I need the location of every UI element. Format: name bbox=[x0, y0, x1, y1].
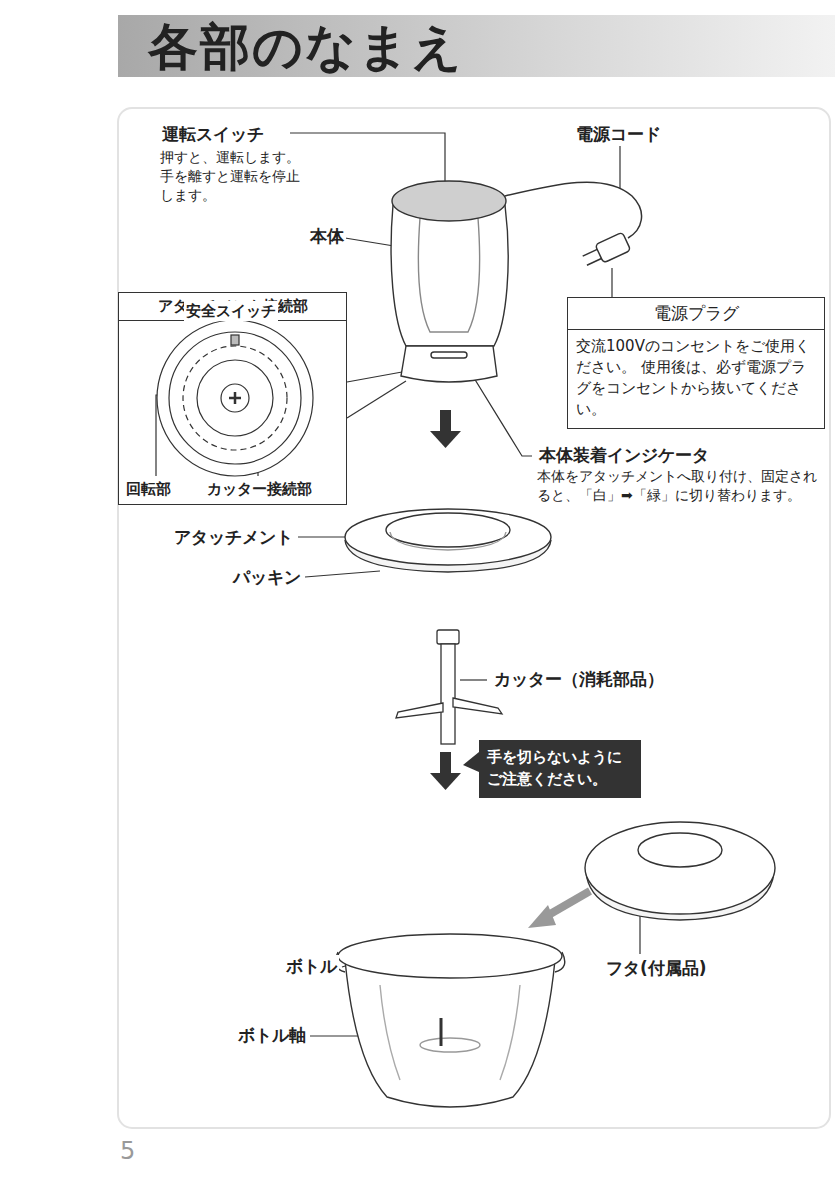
drawing-rect bbox=[437, 630, 459, 644]
bottle bbox=[335, 934, 565, 1107]
part-name: 電源コード bbox=[574, 123, 663, 146]
part-name: 安全スイッチ bbox=[184, 301, 278, 321]
drawing-ellipse bbox=[392, 181, 506, 221]
description: 押すと、運転します。 手を離すと運転を停止します。 bbox=[160, 148, 312, 205]
part-name: パッキン bbox=[231, 566, 303, 589]
drawing-circle bbox=[169, 332, 301, 464]
drawing-path bbox=[390, 532, 506, 550]
drawing-line bbox=[305, 571, 380, 577]
drawing-polyline bbox=[619, 145, 620, 188]
drawing-line bbox=[460, 679, 487, 680]
leader-lines bbox=[156, 133, 640, 1036]
drawing-line bbox=[611, 268, 612, 297]
drawing-polyline bbox=[290, 133, 445, 182]
drawing-path bbox=[505, 182, 642, 238]
assembly-arrow bbox=[528, 891, 590, 928]
part-name: 本体装着インジケータ bbox=[537, 444, 711, 467]
page-frame bbox=[118, 108, 830, 1128]
connector-detail bbox=[157, 320, 313, 476]
part-name: 運転スイッチ bbox=[160, 123, 266, 146]
part-name: 回転部 bbox=[124, 479, 173, 499]
drawing-line bbox=[345, 238, 394, 246]
drawing-line bbox=[347, 372, 402, 382]
drawing-path bbox=[229, 392, 241, 404]
cutter bbox=[396, 630, 502, 744]
part-name: ボトル軸 bbox=[236, 1024, 308, 1047]
drawing-ellipse bbox=[585, 822, 775, 914]
drawing-circle bbox=[221, 384, 249, 412]
attachment bbox=[345, 509, 551, 572]
page-number: 5 bbox=[120, 1135, 135, 1167]
box-heading: 電源プラグ bbox=[568, 298, 824, 330]
box-heading: 手を切らないように ご注意ください。 bbox=[479, 740, 641, 798]
drawing-circle bbox=[183, 346, 287, 450]
part-name: カッター（消耗部品） bbox=[492, 668, 666, 691]
drawing-ellipse bbox=[386, 513, 510, 547]
motor-unit bbox=[391, 181, 508, 382]
drawing-rect bbox=[440, 410, 451, 432]
drawing-path bbox=[545, 891, 590, 917]
drawing-line bbox=[298, 536, 346, 537]
plug-note-box: 電源プラグ交流100Vのコンセントをご使用ください。 使用後は、必ず電源プラグを… bbox=[567, 297, 825, 429]
drawing-path bbox=[345, 960, 555, 1107]
part-name: カッター接続部 bbox=[205, 479, 314, 499]
power-cord bbox=[505, 182, 642, 270]
drawing-polygon bbox=[528, 905, 556, 928]
page-title: 各部のなまえ bbox=[148, 14, 464, 82]
drawing-rect bbox=[431, 352, 467, 358]
warning-pointer bbox=[463, 752, 479, 772]
drawing-rect bbox=[440, 752, 451, 774]
drawing-circle bbox=[157, 320, 313, 476]
description: 本体をアタッチメントへ取り付け、固定されると、「白」➡「緑」に切り替わります。 bbox=[537, 467, 829, 505]
drawing-line bbox=[347, 381, 406, 418]
drawing-path bbox=[401, 346, 497, 382]
drawing-ellipse bbox=[638, 833, 722, 867]
drawing-path bbox=[391, 205, 508, 346]
drawing-line bbox=[583, 249, 598, 256]
box-body: 交流100Vのコンセントをご使用ください。 使用後は、必ず電源プラグをコンセント… bbox=[568, 330, 824, 428]
warning-callout: 手を切らないように ご注意ください。 bbox=[479, 740, 641, 798]
drawing-line bbox=[587, 258, 602, 265]
part-name: 本体 bbox=[308, 225, 346, 248]
drawing-circle bbox=[197, 360, 273, 436]
drawing-path bbox=[380, 985, 520, 1080]
drawing-path bbox=[418, 218, 479, 332]
drawing-ellipse bbox=[420, 1038, 480, 1052]
drawing-path bbox=[453, 698, 502, 714]
drawing-rect bbox=[441, 644, 455, 744]
part-name: フタ(付属品) bbox=[604, 957, 709, 980]
drawing-polygon bbox=[430, 773, 461, 790]
drawing-polygon bbox=[430, 431, 461, 448]
drawing-ellipse bbox=[338, 934, 562, 978]
drawing-polygon bbox=[463, 752, 479, 772]
part-name: アタッチメント bbox=[172, 526, 295, 549]
drawing-path bbox=[396, 703, 443, 718]
drawing-line bbox=[440, 1018, 443, 1046]
detail-box: アタッチメント接続部 bbox=[118, 292, 347, 505]
drawing-rect bbox=[231, 335, 239, 345]
down-arrow bbox=[430, 410, 461, 790]
part-name: ボトル bbox=[284, 955, 339, 978]
drawing-ellipse bbox=[345, 509, 551, 565]
lid bbox=[585, 822, 775, 920]
drawing-g bbox=[581, 232, 631, 270]
drawing-rect bbox=[118, 108, 830, 1128]
